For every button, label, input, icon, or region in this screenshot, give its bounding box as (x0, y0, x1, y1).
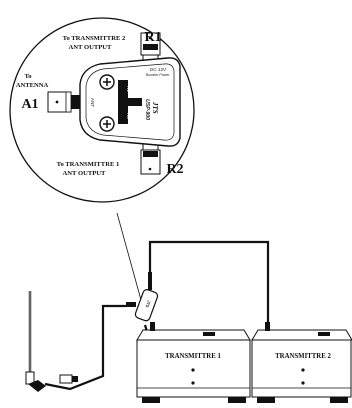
splitter-model: USP-900 (144, 99, 150, 120)
transmitter-1: TRANSMITTRE 1 (136, 322, 251, 403)
label-to-transmitter1: To TRANSMITTRE 1 (57, 161, 120, 168)
splitter-ant-text: ANT (90, 98, 95, 107)
antenna-icon (25, 291, 78, 392)
label-to-transmitter2-ant: ANT OUTPUT (69, 44, 113, 51)
callout-leader-line (116, 212, 142, 301)
port-label-a1: A1 (21, 97, 38, 112)
splitter-r2-text: R2 (126, 113, 131, 119)
label-to-transmitter1-ant: ANT OUTPUT (63, 170, 107, 177)
label-to-antenna-to: To (24, 73, 32, 80)
splitter-body-magnified: DC 12V Booster Power JTS USP-900 ANT R1 … (79, 57, 181, 147)
transmitter-1-label: TRANSMITTRE 1 (165, 353, 221, 360)
screw-icon (99, 116, 115, 132)
cable-antenna (44, 304, 126, 391)
transmitter-2: TRANSMITTRE 2 (251, 322, 352, 403)
splitter-bias-text: Booster Power (146, 73, 170, 77)
port-label-r2: R2 (166, 162, 183, 177)
splitter-dc-text: DC 12V (150, 67, 167, 72)
transmitter-2-label: TRANSMITTRE 2 (275, 353, 331, 360)
a1-connector (47, 91, 81, 113)
port-label-r1: R1 (144, 30, 161, 45)
label-to-transmitter2: To TRANSMITTRE 2 (63, 35, 126, 42)
label-to-antenna: ANTENNA (16, 82, 49, 89)
splitter-small: JTS (126, 272, 159, 322)
splitter-small-brand: JTS (144, 300, 151, 309)
callout-magnified-view: To TRANSMITTRE 2 ANT OUTPUT To ANTENNA T… (9, 17, 195, 203)
splitter-r1-text: R1 (126, 86, 131, 92)
splitter-brand: JTS (151, 101, 159, 114)
cable-splitter-to-transmitter2 (148, 240, 270, 322)
screw-icon (99, 74, 115, 90)
